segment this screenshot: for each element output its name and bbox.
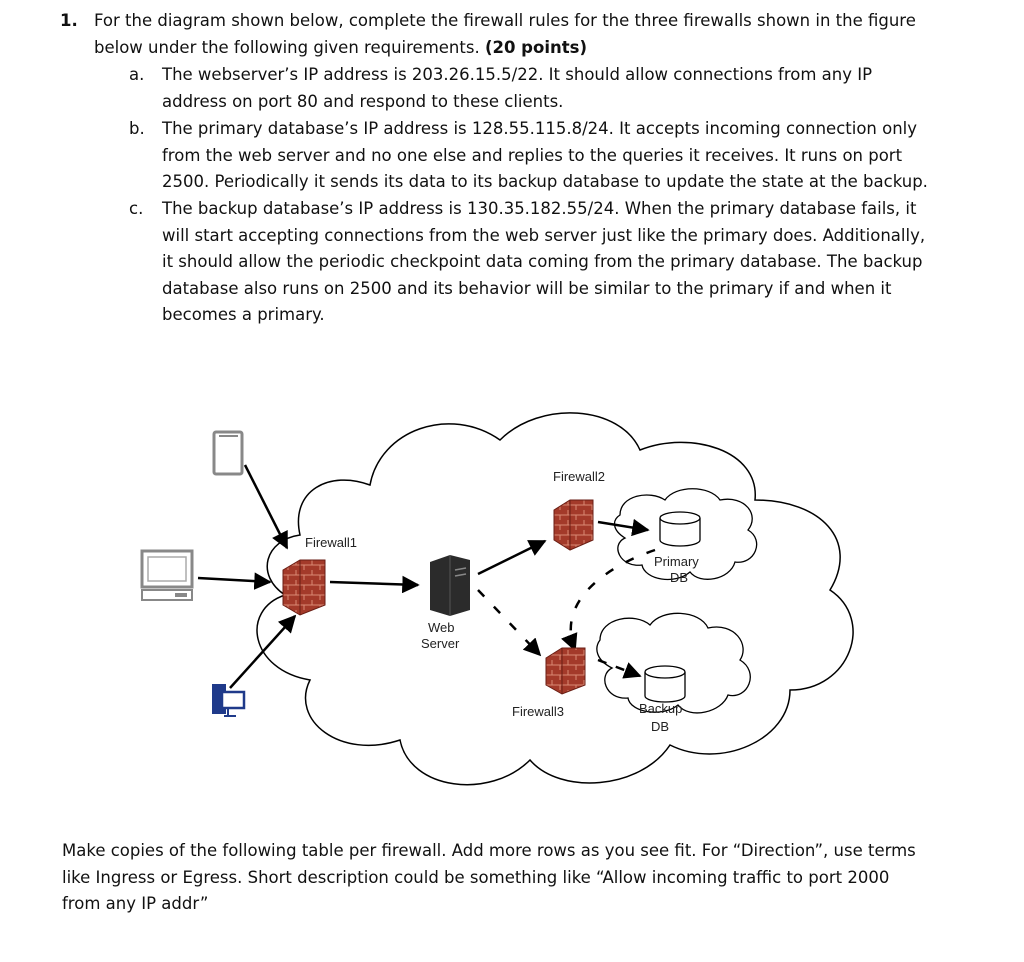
- backup-subnet-cloud: [596, 612, 751, 714]
- instructions-line: like Ingress or Egress. Short descriptio…: [62, 867, 890, 887]
- firewall1-label: Firewall1: [305, 535, 357, 550]
- question-intro-line2-wrap: below under the following given requirem…: [94, 35, 587, 62]
- firewall3-icon: [545, 647, 586, 695]
- desktop-computer-icon: [140, 549, 194, 601]
- question-intro-line1: For the diagram shown below, complete th…: [94, 11, 916, 30]
- instructions-line: Make copies of the following table per f…: [62, 841, 916, 860]
- item-line: The webserver’s IP address is 203.26.15.…: [162, 65, 873, 84]
- question-intro-line2: below under the following given requirem…: [94, 38, 480, 57]
- question-number: 1.: [60, 11, 78, 30]
- primary-db-label-line2: DB: [670, 570, 688, 585]
- item-line: The backup database’s IP address is 130.…: [162, 199, 917, 218]
- item-line: 2500. Periodically it sends its data to …: [162, 172, 928, 191]
- item-line: The primary database’s IP address is 128…: [162, 119, 918, 138]
- item-marker: a.: [129, 65, 145, 84]
- backup-db-label-line2: DB: [651, 719, 669, 734]
- firewall2-icon: [553, 499, 594, 551]
- item-line: it should allow the periodic checkpoint …: [162, 252, 923, 271]
- firewall3-label: Firewall3: [512, 704, 564, 719]
- web-server-label-line1: Web: [428, 620, 455, 635]
- item-line: will start accepting connections from th…: [162, 225, 926, 245]
- item-line: address on port 80 and respond to these …: [162, 91, 564, 111]
- mobile-device-icon: [212, 430, 244, 476]
- primary-db-icon: [659, 511, 701, 547]
- firewall1-icon: [282, 559, 326, 616]
- item-line: from the web server and no one else and …: [162, 145, 903, 165]
- item-line: becomes a primary.: [162, 305, 325, 324]
- question-points: (20 points): [484, 38, 587, 57]
- backup-db-icon: [644, 665, 686, 703]
- primary-db-label-line1: Primary: [654, 554, 699, 569]
- firewall2-label: Firewall2: [553, 469, 605, 484]
- item-marker: b.: [129, 119, 145, 138]
- web-server-label-line2: Server: [421, 636, 460, 651]
- item-marker: c.: [129, 199, 144, 218]
- item-line: database also runs on 2500 and its behav…: [162, 278, 892, 298]
- backup-db-label-line1: Backup: [639, 701, 682, 716]
- network-diagram: Firewall1 Web Server Firewall2 Primary D…: [140, 412, 854, 786]
- instructions-line: from any IP addr”: [62, 894, 209, 913]
- web-server-icon: [430, 555, 470, 616]
- networked-pc-icon: [212, 684, 246, 717]
